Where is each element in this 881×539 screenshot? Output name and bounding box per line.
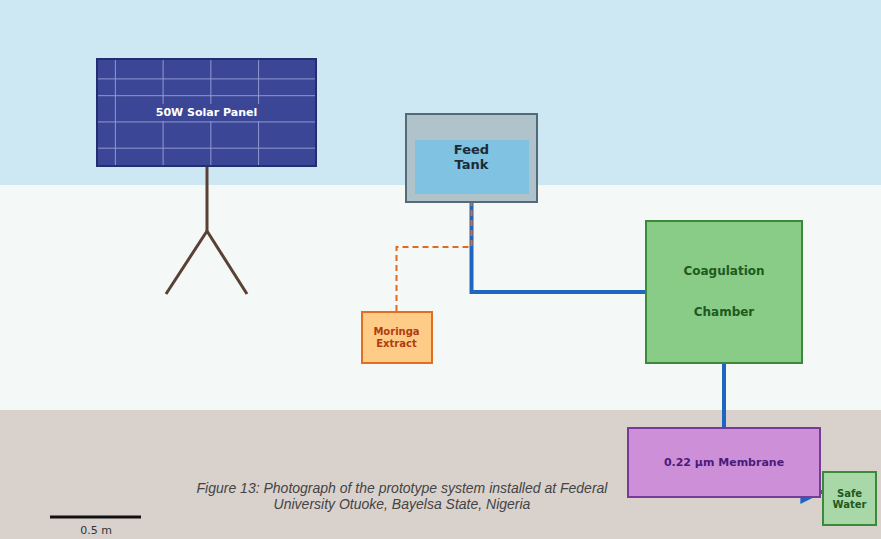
moringa-extract-box: Moringa Extract [361, 311, 433, 364]
node-label: 0.22 μm Membrane [664, 456, 784, 469]
node-label: Coagulation Chamber [674, 251, 774, 333]
scale-bar [50, 516, 141, 519]
membrane-filter: 0.22 μm Membrane [627, 427, 821, 498]
scale-label: 0.5 m [66, 524, 126, 537]
panel-stand [166, 167, 247, 294]
node-label: Moringa Extract [366, 326, 428, 349]
dosing-line [397, 203, 472, 311]
feed-tank: Feed Tank [405, 113, 538, 203]
water-pipe [472, 203, 646, 292]
node-label: Feed Tank [437, 143, 507, 173]
node-label: 50W Solar Panel [152, 104, 261, 121]
safe-water-outlet: Safe Water [822, 471, 877, 526]
figure-caption: Figure 13: Photograph of the prototype s… [186, 480, 618, 512]
coagulation-chamber: Coagulation Chamber [645, 220, 803, 364]
water-pipe [722, 364, 726, 427]
node-label: Safe Water [829, 488, 871, 510]
solar-panel: 50W Solar Panel [96, 58, 317, 167]
